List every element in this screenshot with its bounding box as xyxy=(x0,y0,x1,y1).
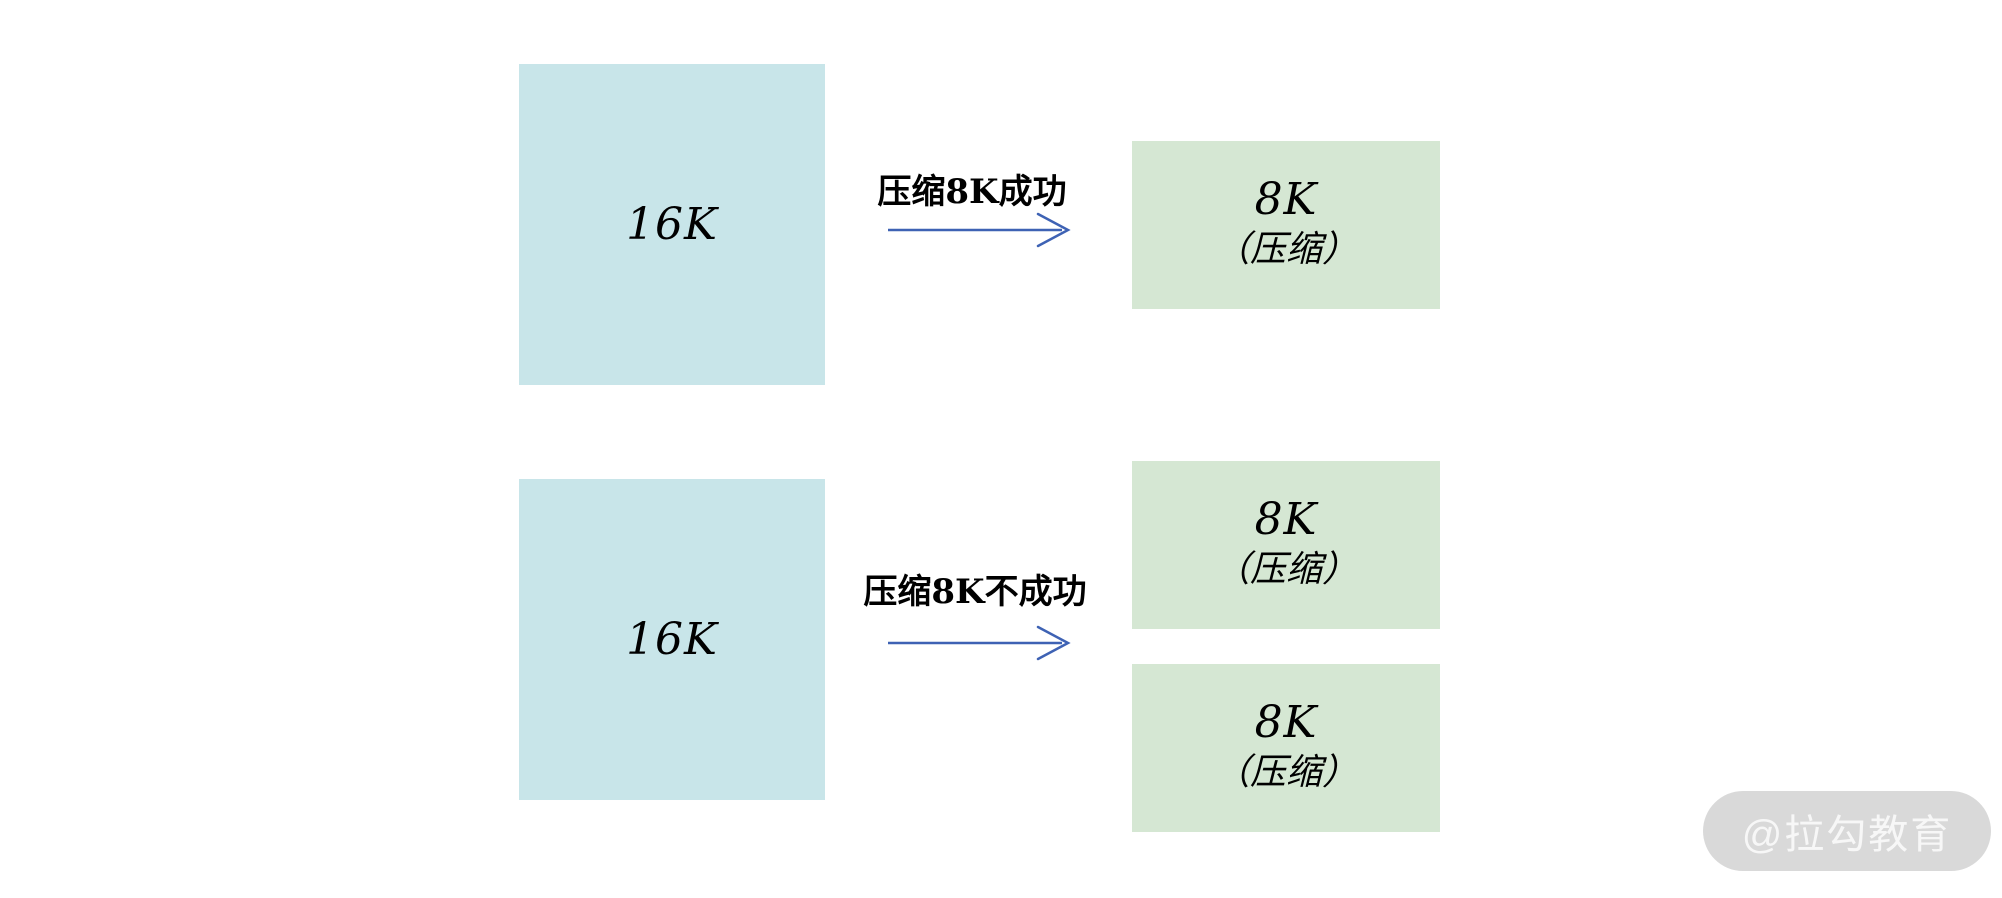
target-block-size-label: 8K xyxy=(1254,494,1318,545)
target-block-size-label: 8K xyxy=(1254,174,1318,225)
target-block-size-label: 8K xyxy=(1254,697,1318,748)
source-block-16k-success: 16K xyxy=(519,64,825,385)
source-block-16k-failure: 16K xyxy=(519,479,825,800)
compress-failure-arrow xyxy=(886,619,1076,663)
compress-success-arrow xyxy=(886,206,1076,250)
watermark-badge: @拉勾教育 xyxy=(1703,791,1991,871)
right-arrow-icon xyxy=(888,625,1071,661)
target-block-8k-compressed-success: 8K （压缩） xyxy=(1132,141,1440,309)
watermark-text: @拉勾教育 xyxy=(1741,813,1953,857)
target-block-note-label: （压缩） xyxy=(1213,752,1358,793)
compress-success-arrow-label: 压缩8K成功 xyxy=(877,172,1067,212)
compress-failure-arrow-label: 压缩8K不成功 xyxy=(863,572,1087,612)
source-block-size-label: 16K xyxy=(626,198,718,250)
target-block-note-label: （压缩） xyxy=(1213,549,1358,590)
target-block-8k-compressed-failure-1: 8K （压缩） xyxy=(1132,461,1440,629)
right-arrow-icon xyxy=(888,212,1071,248)
source-block-size-label: 16K xyxy=(626,613,718,665)
target-block-note-label: （压缩） xyxy=(1213,229,1358,270)
target-block-8k-compressed-failure-2: 8K （压缩） xyxy=(1132,664,1440,832)
